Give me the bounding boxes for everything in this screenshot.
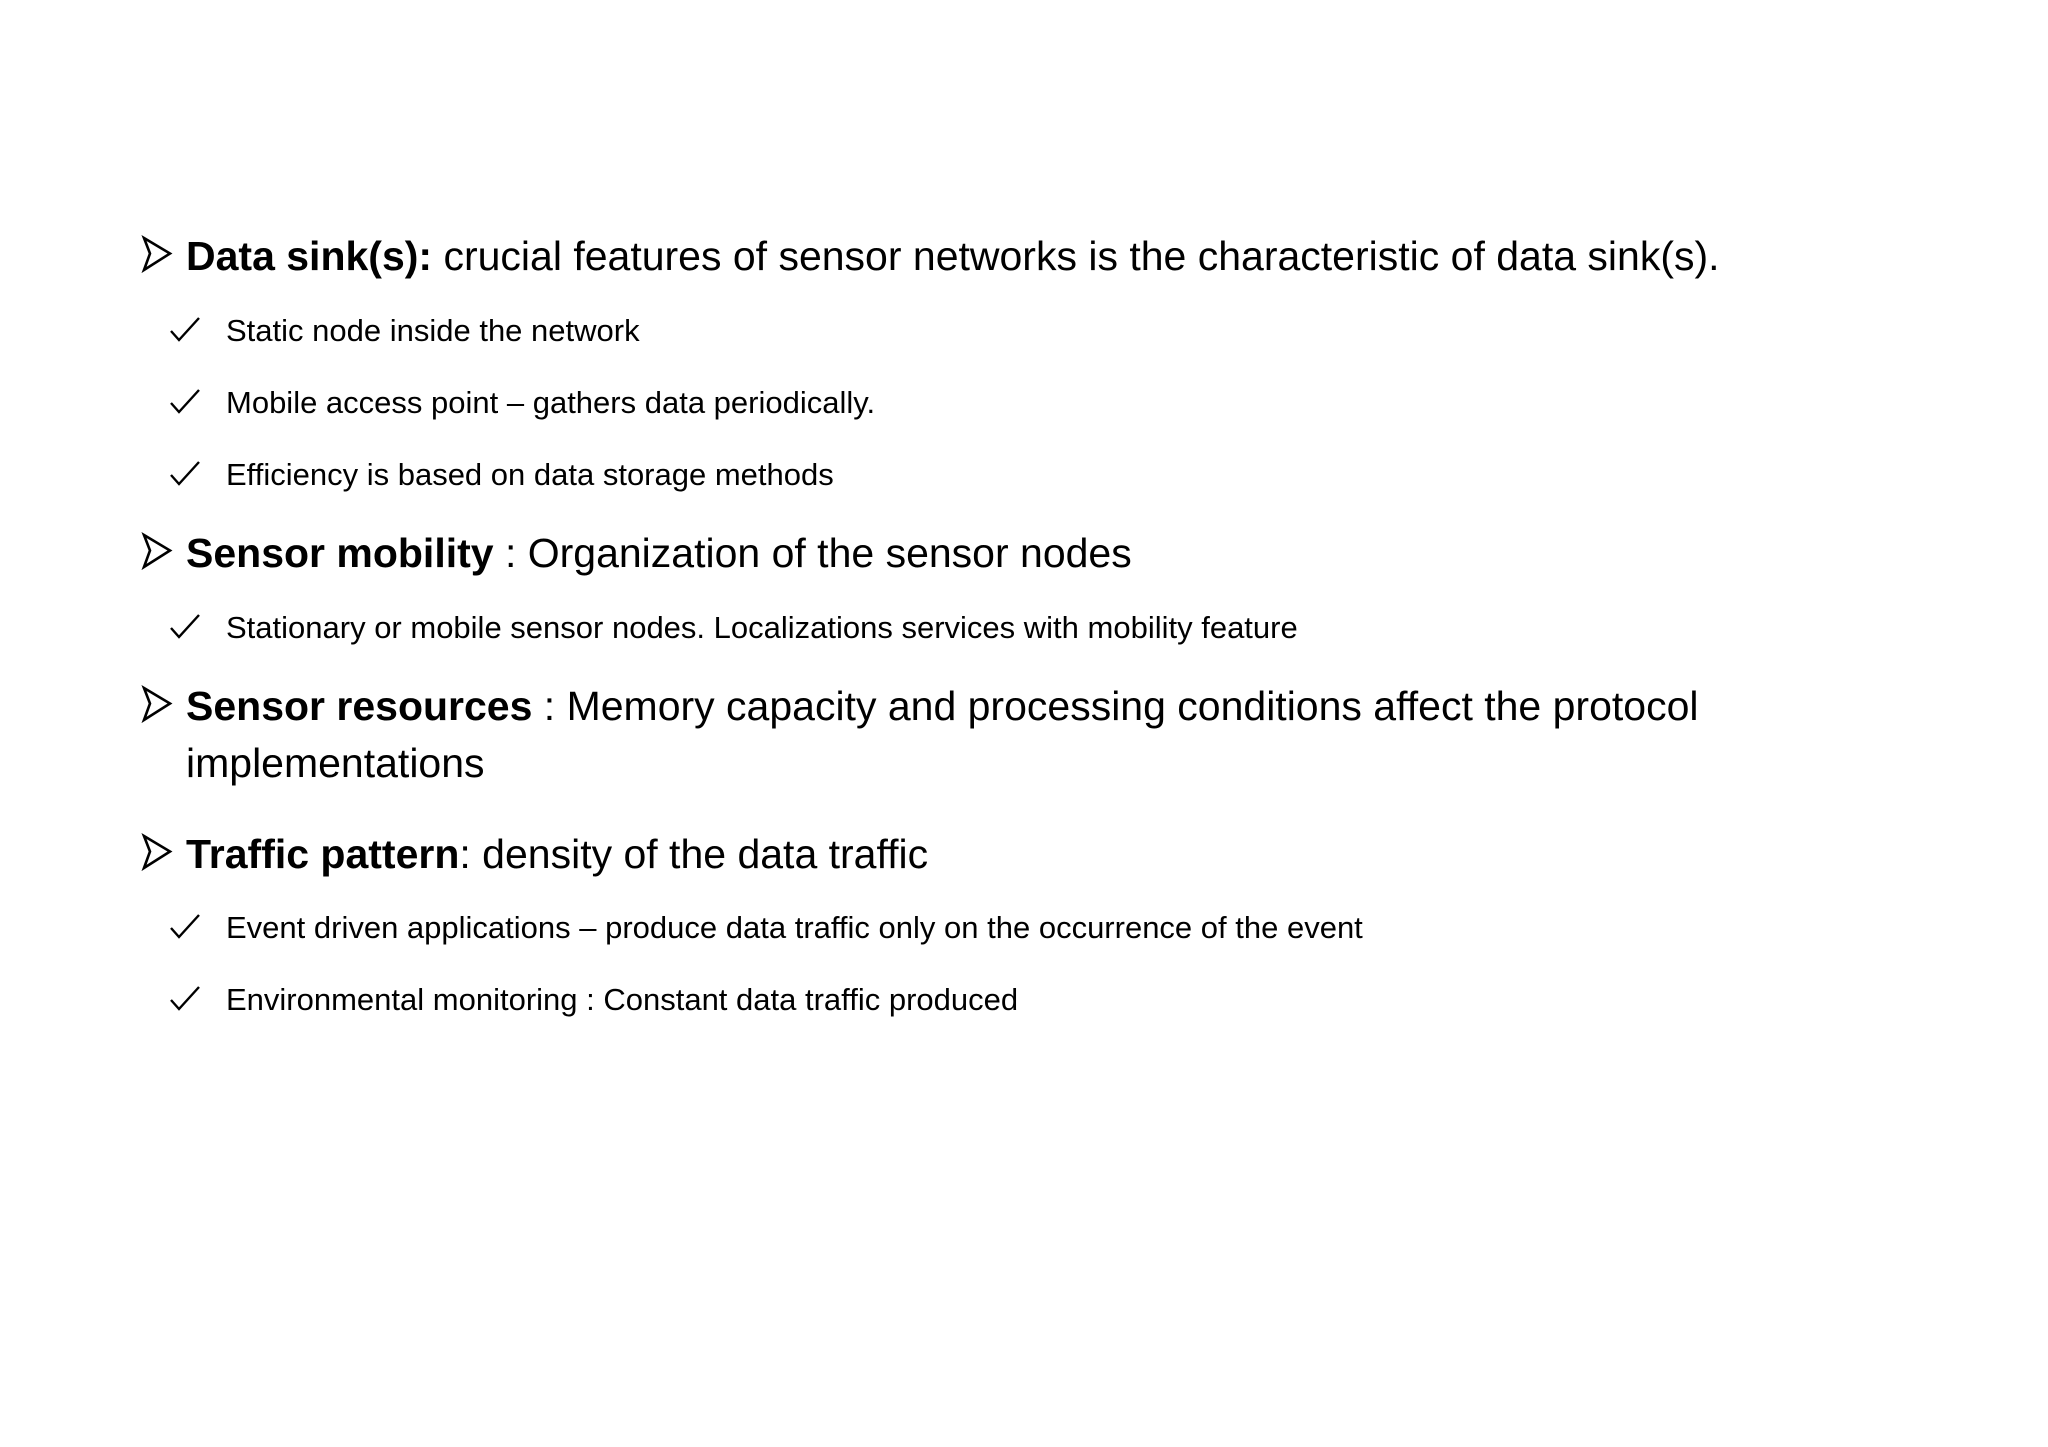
sub-bullet-text: Stationary or mobile sensor nodes. Local… [226, 610, 1298, 646]
sub-bullet-environmental-monitoring: Environmental monitoring : Constant data… [140, 980, 1915, 1020]
spacer [140, 289, 1915, 311]
bullet-body-traffic-pattern: : density of the data traffic [459, 830, 929, 877]
bullet-item-traffic-pattern: Traffic pattern: density of the data tra… [140, 826, 1915, 883]
spacer [140, 948, 1915, 980]
bullet-body-data-sinks: crucial features of sensor networks is t… [432, 233, 1720, 279]
bullet-body-sensor-mobility: : Organization of the sensor nodes [493, 530, 1132, 577]
spacer [140, 886, 1915, 908]
checkmark-bullet-icon [168, 387, 202, 417]
bullet-heading-sensor-mobility: Sensor mobility [186, 530, 494, 577]
sub-bullet-text: Static node inside the network [226, 312, 640, 348]
arrowhead-bullet-icon [140, 531, 176, 571]
sub-bullet-text: Environmental monitoring : Constant data… [226, 982, 1019, 1018]
bullet-heading-sensor-resources: Sensor resources [186, 683, 533, 730]
bullet-item-data-sinks: Data sink(s): crucial features of sensor… [140, 228, 1915, 285]
spacer [140, 648, 1915, 678]
bullet-text-data-sinks: Data sink(s): crucial features of sensor… [186, 228, 1915, 285]
checkmark-bullet-icon [168, 912, 202, 942]
spacer [140, 423, 1915, 455]
sub-bullet-static-node: Static node inside the network [140, 311, 1915, 351]
sub-bullet-text: Efficiency is based on data storage meth… [226, 457, 834, 493]
spacer [140, 586, 1915, 608]
arrowhead-bullet-icon [140, 684, 176, 724]
bullet-heading-data-sinks: Data sink(s): [186, 233, 433, 279]
arrowhead-bullet-icon [140, 234, 176, 274]
slide-body-content: Data sink(s): crucial features of sensor… [140, 228, 1915, 1021]
sub-bullet-efficiency-storage: Efficiency is based on data storage meth… [140, 455, 1915, 495]
checkmark-bullet-icon [168, 459, 202, 489]
spacer [140, 351, 1915, 383]
arrowhead-bullet-icon [140, 832, 176, 872]
bullet-heading-traffic-pattern: Traffic pattern [186, 830, 460, 877]
bullet-text-traffic-pattern: Traffic pattern: density of the data tra… [186, 826, 1915, 883]
sub-bullet-text: Event driven applications – produce data… [226, 910, 1363, 946]
checkmark-bullet-icon [168, 315, 202, 345]
sub-bullet-event-driven-applications: Event driven applications – produce data… [140, 908, 1915, 948]
bullet-item-sensor-mobility: Sensor mobility : Organization of the se… [140, 525, 1915, 582]
bullet-item-sensor-resources: Sensor resources : Memory capacity and p… [140, 678, 1915, 791]
checkmark-bullet-icon [168, 984, 202, 1014]
checkmark-bullet-icon [168, 612, 202, 642]
spacer [140, 796, 1915, 826]
sub-bullet-text: Mobile access point – gathers data perio… [226, 384, 876, 420]
sub-bullet-stationary-mobile-nodes: Stationary or mobile sensor nodes. Local… [140, 608, 1915, 648]
spacer [140, 495, 1915, 525]
bullet-text-sensor-resources: Sensor resources : Memory capacity and p… [186, 678, 1915, 791]
bullet-body-sensor-resources: : Memory capacity and processing conditi… [186, 683, 1699, 786]
sub-bullet-mobile-access-point: Mobile access point – gathers data perio… [140, 383, 1915, 423]
bullet-text-sensor-mobility: Sensor mobility : Organization of the se… [186, 525, 1915, 582]
